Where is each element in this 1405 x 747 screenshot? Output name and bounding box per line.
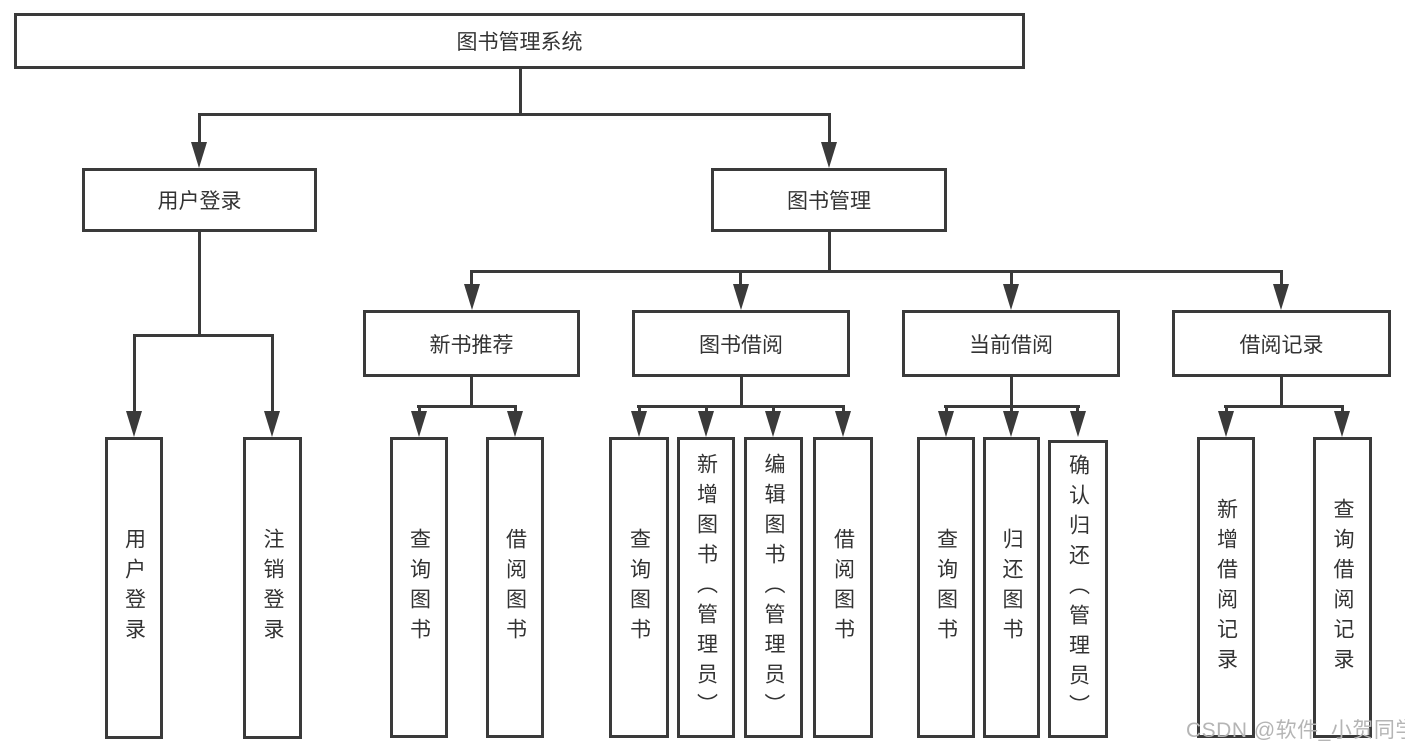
connector-line [842,405,845,413]
connector-line [772,405,775,413]
arrow-down-icon [835,411,851,437]
leaf-br-add-borrow-record: 新增借阅记录 [1197,437,1255,738]
arrow-down-icon [1003,284,1019,310]
arrow-down-icon [1003,411,1019,437]
connector-line [519,69,522,115]
node-book-borrowing: 图书借阅 [632,310,850,377]
connector-line [945,405,948,413]
connector-line [470,375,473,407]
leaf-nb-query-books: 查询图书 [390,437,448,738]
leaf-cb-query-books: 查询图书 [917,437,975,738]
arrow-down-icon [507,411,523,437]
arrow-down-icon [1218,411,1234,437]
node-root: 图书管理系统 [14,13,1025,69]
connector-line [1280,375,1283,407]
connector-line [133,334,274,337]
leaf-cb-confirm-return-admin: 确认归还（管理员） [1048,440,1108,738]
connector-line [470,270,1283,273]
leaf-br-query-borrow-record: 查询借阅记录 [1313,437,1372,738]
node-borrowing-records: 借阅记录 [1172,310,1391,377]
arrow-down-icon [1070,411,1086,437]
leaf-bb-edit-books-admin: 编辑图书（管理员） [744,437,803,738]
connector-line [271,334,274,412]
leaf-bb-query-books: 查询图书 [609,437,669,738]
connector-line [828,113,831,144]
arrow-down-icon [821,142,837,168]
arrow-down-icon [1273,284,1289,310]
arrow-down-icon [411,411,427,437]
connector-line [514,405,517,413]
connector-line [740,375,743,407]
leaf-bb-borrow-books: 借阅图书 [813,437,873,738]
watermark: CSDN @软件_小贺同学 [1186,719,1405,742]
arrow-down-icon [733,284,749,310]
connector-line [1010,405,1013,413]
node-current-borrowing: 当前借阅 [902,310,1120,377]
connector-line [1280,270,1283,286]
leaf-cb-return-books: 归还图书 [983,437,1040,738]
arrow-down-icon [1334,411,1350,437]
connector-line [418,405,421,413]
connector-line [739,270,742,286]
connector-line [705,405,708,413]
connector-line [198,230,201,337]
connector-line [1224,405,1344,408]
connector-line [1010,375,1013,407]
leaf-bb-add-books-admin: 新增图书（管理员） [677,437,735,738]
arrow-down-icon [631,411,647,437]
arrow-down-icon [264,411,280,437]
connector-line [1010,270,1013,286]
connector-line [198,113,831,116]
connector-line [1341,405,1344,413]
node-new-book-recommendation: 新书推荐 [363,310,580,377]
connector-line [637,405,845,408]
connector-line [1225,405,1228,413]
node-user-login: 用户登录 [82,168,317,232]
connector-line [417,405,516,408]
node-book-management: 图书管理 [711,168,947,232]
leaf-logout: 注销登录 [243,437,302,739]
arrow-down-icon [698,411,714,437]
connector-line [638,405,641,413]
arrow-down-icon [191,142,207,168]
connector-line [470,270,473,286]
connector-line [1076,405,1079,413]
arrow-down-icon [464,284,480,310]
connector-line [828,230,831,273]
connector-line [198,113,201,144]
leaf-user-login: 用户登录 [105,437,163,739]
connector-line [133,334,136,412]
leaf-nb-borrow-books: 借阅图书 [486,437,544,738]
arrow-down-icon [126,411,142,437]
arrow-down-icon [938,411,954,437]
arrow-down-icon [765,411,781,437]
